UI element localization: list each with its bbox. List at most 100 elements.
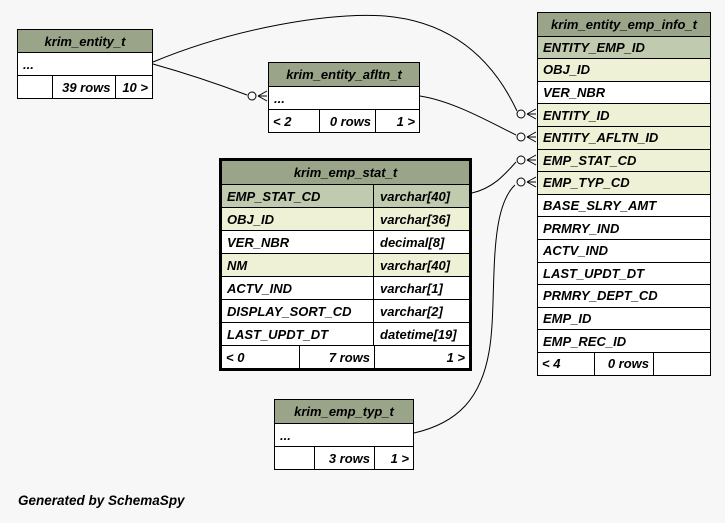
ellipsis-label: ... [23,56,34,72]
related-left-count: < 0 [226,349,245,365]
ellipsis-label: ... [280,427,291,443]
column-row: ACTV_IND [538,238,710,262]
column-name: ENTITY_EMP_ID [543,39,645,55]
column-row: ENTITY_AFLTN_ID [538,125,710,149]
related-left-count: < 4 [542,356,561,372]
column-row: ENTITY_EMP_ID [538,35,710,59]
column-name: LAST_UPDT_DT [543,265,645,281]
related-left-count: < 2 [273,113,292,129]
related-right-count: 10 > [114,76,152,98]
column-type: varchar[40] [373,185,469,207]
column-name: EMP_ID [543,311,592,327]
column-row: LAST_UPDT_DT [538,261,710,285]
table-footer: < 0 7 rows 1 > [222,345,469,368]
column-name: VER_NBR [227,234,290,250]
column-row: LAST_UPDT_DT datetime[19] [222,322,469,345]
column-row: VER_NBR decimal[8] [222,230,469,253]
column-row: PRMRY_DEPT_CD [538,284,710,307]
zero-circle-icon [516,177,526,187]
column-row: ENTITY_ID [538,103,710,126]
fk-line [471,161,517,194]
column-row: EMP_ID [538,306,710,330]
related-right-count: 1 > [375,110,419,132]
column-name: NM [227,257,248,273]
column-row: PRMRY_IND [538,216,710,239]
table-title-krim-entity-emp-info-t[interactable]: krim_entity_emp_info_t [538,13,710,36]
column-name: EMP_STAT_CD [227,188,321,204]
column-name: DISPLAY_SORT_CD [227,303,352,319]
related-left-count [18,76,52,98]
row-count: 0 rows [594,352,653,375]
related-right-count: 1 > [374,447,413,469]
row-count: 39 rows [51,76,115,98]
crowfoot-icon [526,108,537,120]
related-right-count [653,352,710,375]
column-name: ACTV_IND [543,243,609,259]
column-row: EMP_STAT_CD varchar[40] [222,184,469,207]
fk-line [419,95,517,136]
column-name: OBJ_ID [543,62,590,78]
table-title-krim-entity-t[interactable]: krim_entity_t [18,30,152,52]
table-footer: 3 rows 1 > [275,446,413,469]
connector-emp-stat-to-emp-info [471,154,537,194]
row-count: 3 rows [314,447,374,469]
column-type: decimal[8] [373,231,469,253]
column-row: EMP_STAT_CD [538,148,710,172]
column-row: DISPLAY_SORT_CD varchar[2] [222,299,469,322]
table-krim-entity-t: krim_entity_t ... 39 rows 10 > [17,29,153,99]
zero-circle-icon [516,155,526,165]
zero-circle-icon [516,109,526,119]
zero-circle-icon [516,132,526,142]
column-name: LAST_UPDT_DT [227,326,329,342]
column-row: EMP_TYP_CD [538,171,710,194]
column-row: ACTV_IND varchar[1] [222,276,469,299]
connector-afltn-to-emp-info [419,95,537,143]
column-name: ACTV_IND [227,280,293,296]
row-count: 7 rows [299,346,374,368]
table-title-krim-emp-typ-t[interactable]: krim_emp_typ_t [275,400,413,423]
column-type: varchar[36] [373,208,469,230]
column-name: BASE_SLRY_AMT [543,198,657,214]
table-krim-entity-afltn-t: krim_entity_afltn_t ... < 2 0 rows 1 > [268,62,420,133]
column-name: EMP_TYP_CD [543,175,630,191]
column-type: datetime[19] [373,323,469,345]
table-krim-emp-stat-t: krim_emp_stat_t EMP_STAT_CD varchar[40] … [219,158,472,371]
column-row: VER_NBR [538,80,710,104]
crowfoot-icon [526,176,537,188]
column-type: varchar[40] [373,254,469,276]
related-right-count: 1 > [374,346,469,368]
column-row: OBJ_ID varchar[36] [222,207,469,230]
column-name: EMP_REC_ID [543,333,627,349]
table-krim-entity-emp-info-t: krim_entity_emp_info_t ENTITY_EMP_ID OBJ… [537,12,711,376]
column-name: VER_NBR [543,85,606,101]
collapsed-columns-row: ... [269,86,419,109]
collapsed-columns-row: ... [18,52,152,75]
column-row: OBJ_ID [538,58,710,81]
column-name: PRMRY_IND [543,220,620,236]
table-title-krim-entity-afltn-t[interactable]: krim_entity_afltn_t [269,63,419,86]
column-name: ENTITY_ID [543,107,610,123]
crowfoot-icon [526,154,537,166]
collapsed-columns-row: ... [275,423,413,446]
column-name: EMP_STAT_CD [543,152,637,168]
table-krim-emp-typ-t: krim_emp_typ_t ... 3 rows 1 > [274,399,414,470]
table-footer: < 4 0 rows [538,351,710,375]
fk-line [152,63,248,96]
generated-by-credit: Generated by SchemaSpy [18,493,185,508]
connector-entity-to-afltn [152,63,268,102]
column-type: varchar[2] [373,300,469,322]
column-name: OBJ_ID [227,211,274,227]
column-row: BASE_SLRY_AMT [538,193,710,217]
table-footer: < 2 0 rows 1 > [269,109,419,132]
row-count: 0 rows [319,110,375,132]
crowfoot-icon [257,90,268,102]
column-row: NM varchar[40] [222,253,469,276]
ellipsis-label: ... [274,90,285,106]
table-title-krim-emp-stat-t[interactable]: krim_emp_stat_t [222,161,469,184]
column-name: ENTITY_AFLTN_ID [543,130,659,146]
crowfoot-icon [526,131,537,143]
column-type: varchar[1] [373,277,469,299]
column-name: PRMRY_DEPT_CD [543,288,658,304]
zero-circle-icon [247,91,257,101]
